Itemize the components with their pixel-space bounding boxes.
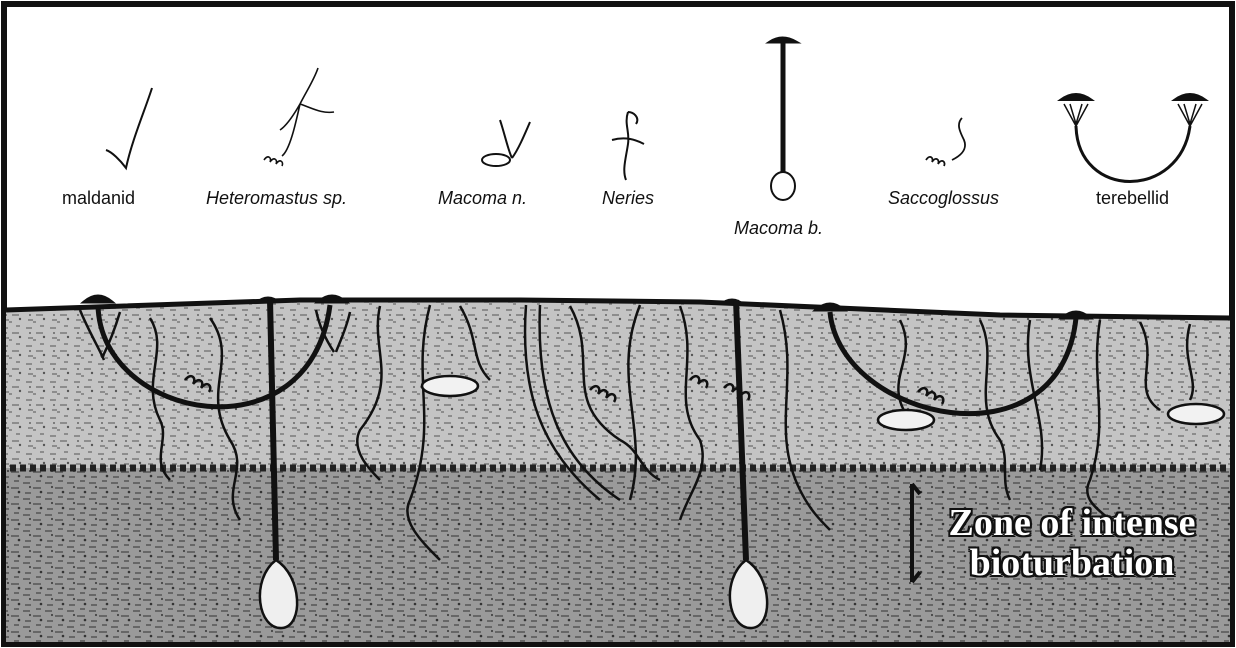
- zone-label-line1: Zone of intense: [922, 503, 1222, 543]
- label-macoma-n: Macoma n.: [438, 188, 527, 209]
- label-macoma-b: Macoma b.: [734, 218, 823, 239]
- label-saccoglossus: Saccoglossus: [888, 188, 999, 209]
- label-neries: Neries: [602, 188, 654, 209]
- zone-label-line2: bioturbation: [922, 543, 1222, 583]
- zone-label: Zone of intense bioturbation: [922, 503, 1222, 583]
- label-heteromastus: Heteromastus sp.: [206, 188, 347, 209]
- label-terebellid: terebellid: [1096, 188, 1169, 209]
- label-maldanid: maldanid: [62, 188, 135, 209]
